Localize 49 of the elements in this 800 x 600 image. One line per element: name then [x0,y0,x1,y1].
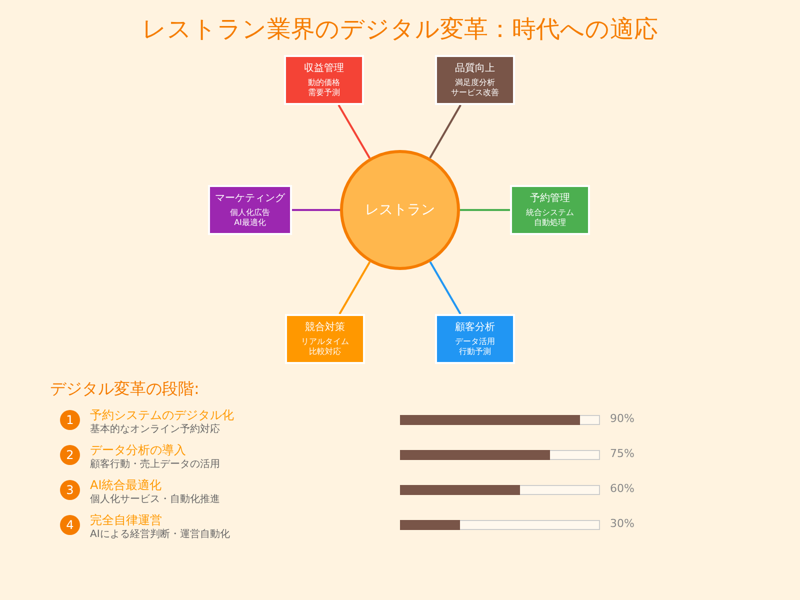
category-box [510,185,590,235]
box-detail: 行動予測 [459,347,491,357]
number-badge: 1 [60,410,80,430]
connector-line [460,209,510,211]
box-detail: サービス改善 [451,88,499,98]
box-title: 顧客分析 [455,321,495,334]
box-detail: 動的価格 [308,78,340,88]
box-detail: リアルタイム [301,337,349,347]
connector-line [338,261,371,314]
box-title: 収益管理 [304,62,344,75]
category-box [284,55,364,105]
value-label: 90% [610,412,634,426]
connector-line [338,104,371,159]
stage-title: 完全自律運営 [90,513,162,528]
category-box [435,55,515,105]
box-detail: 満足度分析 [455,78,495,88]
stage-description: AIによる経営判断・運営自動化 [90,529,230,541]
number-badge: 3 [60,480,80,500]
stage-title: 予約システムのデジタル化 [90,408,234,423]
box-title: 競合対策 [305,321,345,334]
section-heading: デジタル変革の段階: [50,379,200,399]
box-detail: データ活用 [455,337,495,347]
box-detail: 需要予測 [308,88,340,98]
connector-line [292,209,340,211]
connector-line [429,261,462,314]
category-box [435,314,515,364]
value-label: 60% [610,482,634,496]
box-title: マーケティング [215,192,285,205]
stage-title: データ分析の導入 [90,443,186,458]
stage-description: 個人化サービス・自動化推進 [90,494,220,506]
number-badge: 4 [60,515,80,535]
hub-label: レストラン [365,201,435,219]
number-badge: 2 [60,445,80,465]
value-label: 75% [610,447,634,461]
box-title: 品質向上 [455,62,495,75]
diagram-title: レストラン業界のデジタル変革：時代への適応 [142,14,658,44]
stage-description: 基本的なオンライン予約対応 [90,424,220,436]
box-detail: 統合システム [526,208,574,218]
stage-title: AI統合最適化 [90,478,162,493]
box-title: 予約管理 [530,192,570,205]
box-detail: 自動処理 [534,218,566,228]
category-box [285,314,365,364]
box-detail: 個人化広告 [230,208,270,218]
stage-description: 顧客行動・売上データの活用 [90,459,220,471]
category-box [208,185,292,235]
value-label: 30% [610,517,634,531]
connector-line [429,104,462,159]
box-detail: AI最適化 [234,218,266,228]
box-detail: 比較対応 [309,347,341,357]
